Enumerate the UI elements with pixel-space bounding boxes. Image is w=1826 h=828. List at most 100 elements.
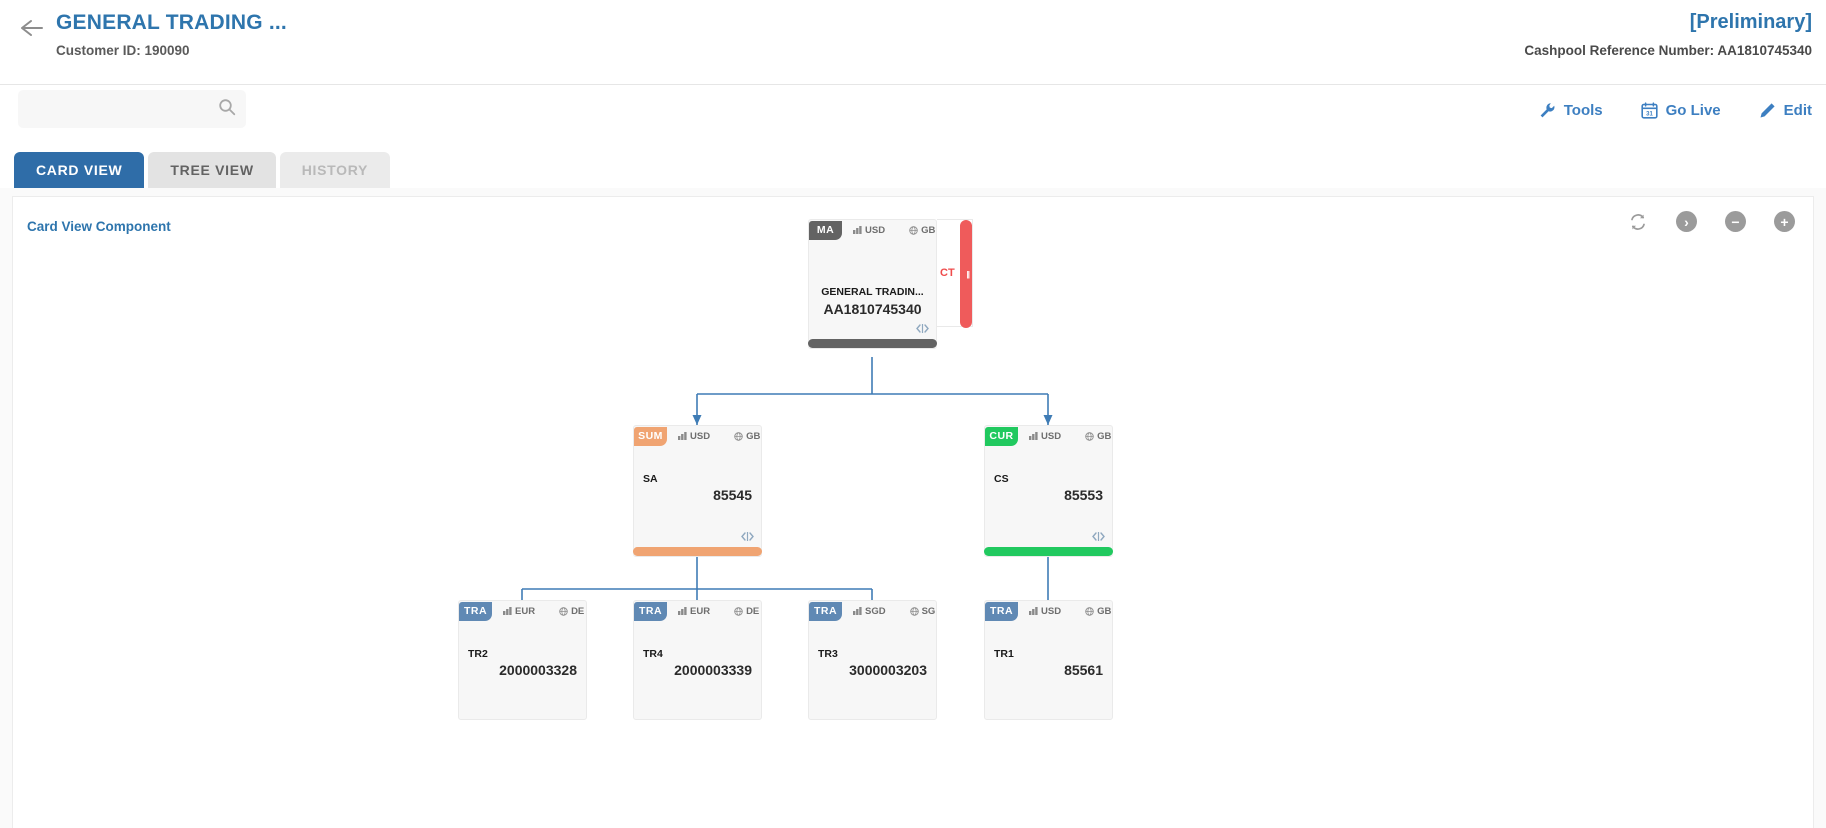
node-footer-bar [984, 547, 1113, 556]
search-input[interactable] [18, 90, 218, 128]
node-type-badge: CUR [985, 426, 1018, 446]
expand-handle-icon[interactable] [1092, 531, 1105, 542]
node-value: 2000003339 [674, 662, 752, 678]
country-code: GB [1097, 430, 1112, 442]
zoom-in-icon[interactable]: + [1774, 211, 1795, 232]
country-code: GB [746, 430, 761, 442]
node-transaction-tr4[interactable]: TRA EUR [633, 600, 762, 720]
node-body: GENERAL TRADIN... AA1810745340 [809, 240, 936, 339]
cashpool-reference: Cashpool Reference Number: AA1810745340 [1524, 43, 1812, 58]
node-type-badge: TRA [985, 601, 1018, 621]
arrow-left-icon [21, 20, 43, 36]
tools-button[interactable]: Tools [1539, 102, 1603, 119]
edit-button[interactable]: Edit [1759, 102, 1812, 119]
node-name: GENERAL TRADIN... [821, 286, 924, 298]
tab-history[interactable]: HISTORY [279, 152, 391, 188]
header-right: [Preliminary] Cashpool Reference Number:… [1524, 11, 1812, 58]
node-header: CUR USD [985, 426, 1112, 446]
node-value: 85561 [1064, 662, 1103, 678]
globe-icon [734, 606, 743, 616]
currency-meta: USD [678, 431, 710, 442]
globe-icon [559, 606, 568, 616]
node-master-account[interactable]: MA USD [808, 219, 937, 349]
node-body: TR3 3000003203 [809, 621, 936, 719]
currency-meta: EUR [503, 606, 535, 617]
card-view-panel: Card View Component › − + [12, 196, 1814, 828]
country-code: DE [746, 605, 760, 617]
country-meta: DE [559, 606, 584, 617]
node-body: CS 85553 [985, 446, 1112, 547]
node-summary-account[interactable]: SUM USD [633, 425, 762, 557]
expand-handle-icon[interactable] [916, 323, 929, 334]
currency-code: EUR [690, 605, 711, 617]
node-body: TR2 2000003328 [459, 621, 586, 719]
card-view-panel-wrap: Card View Component › − + [0, 188, 1826, 828]
panel-title: Card View Component [27, 219, 171, 234]
panel-controls: › − + [1628, 211, 1795, 232]
currency-code: USD [690, 430, 711, 442]
currency-meta: EUR [678, 606, 710, 617]
node-header: TRA USD [985, 601, 1112, 621]
back-arrow-button[interactable] [18, 14, 46, 42]
country-meta: GB [909, 225, 935, 236]
node-type-badge: TRA [809, 601, 842, 621]
node-transaction-tr1[interactable]: TRA USD [984, 600, 1113, 720]
node-transaction-tr3[interactable]: TRA SGD [808, 600, 937, 720]
node-header: TRA EUR [634, 601, 761, 621]
currency-icon [853, 225, 862, 234]
node-header: TRA EUR [459, 601, 586, 621]
search-icon[interactable] [218, 98, 236, 121]
currency-meta: USD [1029, 431, 1061, 442]
node-body: SA 85545 [634, 446, 761, 547]
node-type-badge: TRA [634, 601, 667, 621]
node-name: CS [994, 473, 1009, 485]
country-meta: SG [909, 605, 936, 617]
tab-card-view[interactable]: CARD VIEW [14, 152, 145, 188]
pencil-icon [1760, 102, 1775, 117]
node-type-badge: SUM [634, 426, 667, 446]
chevron-right-icon[interactable]: › [1676, 211, 1697, 232]
globe-icon [909, 225, 918, 235]
currency-meta: USD [1029, 606, 1061, 617]
currency-icon [678, 606, 687, 615]
country-code: SG [921, 605, 936, 617]
node-transaction-tr2[interactable]: TRA EUR [458, 600, 587, 720]
ct-side-tab[interactable]: CT || [937, 219, 973, 328]
arrow-heads [517, 415, 1053, 611]
expand-handle-icon[interactable] [741, 531, 754, 542]
search-box[interactable] [18, 90, 246, 128]
node-currency-account[interactable]: CUR USD [984, 425, 1113, 557]
go-live-button[interactable]: 31 Go Live [1641, 102, 1721, 119]
currency-code: USD [1041, 430, 1062, 442]
wrench-icon [1540, 102, 1555, 117]
ct-bar [960, 220, 972, 328]
node-footer-bar [633, 547, 762, 556]
currency-code: USD [1041, 605, 1062, 617]
node-header: TRA SGD [809, 601, 936, 621]
tab-tree-view[interactable]: TREE VIEW [148, 152, 276, 188]
node-name: TR3 [818, 648, 838, 660]
node-name: TR2 [468, 648, 488, 660]
country-meta: DE [734, 606, 759, 617]
currency-icon [1029, 606, 1038, 615]
globe-icon [734, 431, 743, 441]
title-block: GENERAL TRADING ... Customer ID: 190090 [56, 11, 287, 58]
country-code: DE [571, 605, 585, 617]
tools-label: Tools [1563, 101, 1603, 119]
ct-grip-icon[interactable]: || [966, 270, 971, 279]
zoom-out-icon[interactable]: − [1725, 211, 1746, 232]
node-value: 2000003328 [499, 662, 577, 678]
refresh-icon[interactable] [1628, 212, 1648, 232]
currency-code: EUR [515, 605, 536, 617]
node-value: AA1810745340 [823, 301, 922, 317]
currency-meta: SGD [853, 606, 886, 617]
node-name: TR1 [994, 648, 1014, 660]
globe-icon [1085, 606, 1094, 616]
toolbar: Tools 31 Go Live Edit [0, 85, 1826, 135]
go-live-label: Go Live [1665, 101, 1721, 119]
svg-text:31: 31 [1646, 111, 1653, 117]
status-badge: [Preliminary] [1689, 11, 1812, 33]
country-meta: GB [1085, 431, 1111, 442]
node-value: 85553 [1064, 487, 1103, 503]
currency-code: USD [865, 224, 886, 236]
